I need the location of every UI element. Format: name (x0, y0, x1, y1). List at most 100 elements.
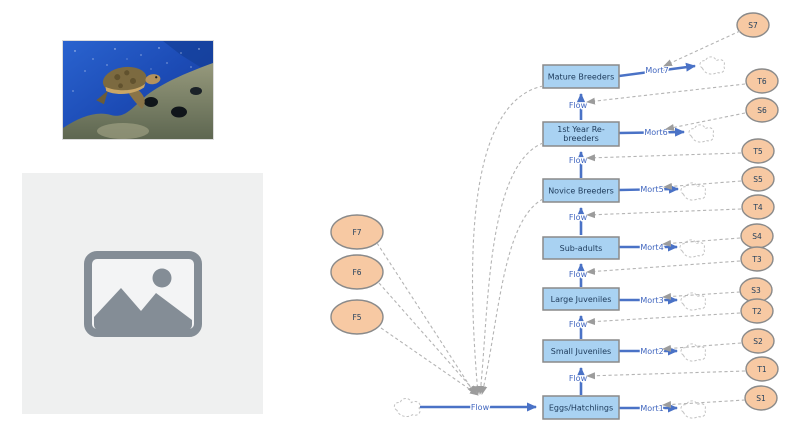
converter-S1[interactable] (744, 385, 778, 411)
turtle-shell (102, 66, 147, 94)
connector-s3-mort3 (662, 291, 741, 300)
converter-S2[interactable] (741, 328, 775, 354)
stock-eggs-hatchlings[interactable] (542, 395, 620, 420)
converter-F5[interactable] (330, 299, 384, 335)
converter-F7[interactable] (330, 214, 384, 250)
connector-t5-flow5 (586, 152, 742, 162)
mort-valve-label-5[interactable]: Mort5 (639, 184, 665, 196)
mort-valve-label-4[interactable]: Mort4 (639, 242, 665, 254)
flow-valve-label-1[interactable]: Flow (567, 373, 589, 385)
connector-s1-mort1 (662, 399, 746, 409)
converter-label-S3: S3 (751, 286, 761, 295)
sand-patch (97, 123, 149, 139)
converter-label-F7: F7 (352, 228, 361, 237)
converter-label-F6: F6 (352, 268, 361, 277)
converter-label-T6: T6 (756, 77, 767, 86)
converter-label-S6: S6 (757, 106, 767, 115)
connector-f7-inflow (376, 242, 476, 395)
converter-label-S4: S4 (752, 232, 762, 241)
flow-valve-label-5[interactable]: Flow (567, 155, 589, 167)
converter-label-T1: T1 (756, 365, 767, 374)
stock-label-large-juveniles: Large Juveniles (551, 295, 612, 304)
mort-valve-label-1[interactable]: Mort1 (639, 403, 665, 415)
turtle-rear-flipper (96, 90, 109, 105)
icon-mountains (93, 287, 192, 330)
turtle-eye (155, 76, 158, 79)
icon-sun (152, 268, 171, 287)
stock-label-novice-breeders: Novice Breeders (548, 187, 614, 196)
reef-hole-1 (144, 97, 158, 107)
sea-turtle (96, 66, 161, 110)
sea-turtle-photo-art (63, 41, 213, 139)
deep-water-shadow (163, 41, 213, 75)
converter-T4[interactable] (741, 194, 775, 220)
mort-valve-label-7[interactable]: Mort7 (644, 65, 670, 77)
stock-label-sub-adults: Sub-adults (560, 244, 603, 253)
flow-valve-label-2[interactable]: Flow (567, 319, 589, 331)
water-speckles (72, 47, 200, 92)
input-flow-valve-label[interactable]: Flow (469, 402, 491, 414)
mort-flow-arrow-6[interactable] (618, 127, 685, 137)
converter-S5[interactable] (741, 166, 775, 192)
converter-label-T5: T5 (752, 147, 763, 156)
converter-label-T3: T3 (751, 255, 762, 264)
connector-s2-mort2 (662, 342, 742, 352)
flow-valve-label-6[interactable]: Flow (567, 100, 589, 112)
converter-T5[interactable] (741, 138, 775, 164)
converter-F6[interactable] (330, 254, 384, 290)
mort-valve-label-6[interactable]: Mort6 (643, 127, 669, 139)
converter-T6[interactable] (745, 68, 779, 94)
sea-turtle-photo (62, 40, 214, 140)
converter-label-S2: S2 (753, 337, 763, 346)
stock-small-juveniles[interactable] (542, 339, 620, 363)
converter-label-S5: S5 (753, 175, 763, 184)
reef-hole-2 (171, 106, 187, 118)
converter-T1[interactable] (745, 356, 779, 382)
connector-t2-flow2 (586, 312, 741, 326)
cloud-sink-mort2 (680, 343, 706, 362)
connector-t4-flow4 (586, 208, 742, 219)
stock-large-juveniles[interactable] (542, 287, 620, 311)
mort-flow-arrow-7[interactable] (618, 62, 696, 78)
connector-s6-mort6 (665, 112, 746, 131)
stock-first-year-rebreeders[interactable] (542, 121, 620, 147)
cloud-sink-mort3 (680, 292, 706, 311)
flow-valve-label-4[interactable]: Flow (567, 212, 589, 224)
connector-s5-mort5 (663, 180, 742, 190)
stock-label-small-juveniles: Small Juveniles (551, 347, 611, 356)
stock-mature-breeders[interactable] (542, 64, 620, 89)
converter-S6[interactable] (745, 97, 779, 123)
converter-label-F5: F5 (352, 313, 361, 322)
converter-T3[interactable] (740, 246, 774, 272)
connector-novice-inflow (480, 198, 544, 395)
converter-S7[interactable] (736, 12, 770, 38)
connector-mature-inflow (471, 85, 544, 395)
stock-label-eggs-hatchlings: Eggs/Hatchlings (549, 404, 613, 413)
stock-sub-adults[interactable] (542, 236, 620, 260)
stock-label-first-year-rebreeders: breeders (563, 134, 599, 143)
cloud-sink-mort7 (699, 56, 725, 75)
connector-t3-flow3 (586, 260, 741, 275)
cloud-sink-mort5 (680, 182, 706, 201)
converter-T2[interactable] (740, 298, 774, 324)
converter-label-S7: S7 (748, 21, 758, 30)
connector-t1-flow1 (586, 370, 746, 380)
connector-firstyear-inflow (477, 142, 544, 395)
connector-f5-inflow (380, 327, 479, 396)
cloud-sink-mort4 (679, 239, 705, 258)
reef-hole-3 (190, 87, 202, 95)
reef-rocks (63, 63, 213, 139)
mort-valve-label-3[interactable]: Mort3 (639, 295, 665, 307)
converter-label-T2: T2 (751, 307, 762, 316)
stock-novice-breeders[interactable] (542, 178, 620, 203)
broken-image-icon (83, 250, 202, 337)
image-placeholder (22, 173, 263, 414)
turtle-shell-rim (105, 83, 146, 94)
connector-s7-mort7 (663, 30, 741, 67)
connector-s4-mort4 (662, 237, 741, 247)
flow-valve-label-3[interactable]: Flow (567, 269, 589, 281)
converter-label-S1: S1 (756, 394, 766, 403)
mort-valve-label-2[interactable]: Mort2 (639, 346, 665, 358)
